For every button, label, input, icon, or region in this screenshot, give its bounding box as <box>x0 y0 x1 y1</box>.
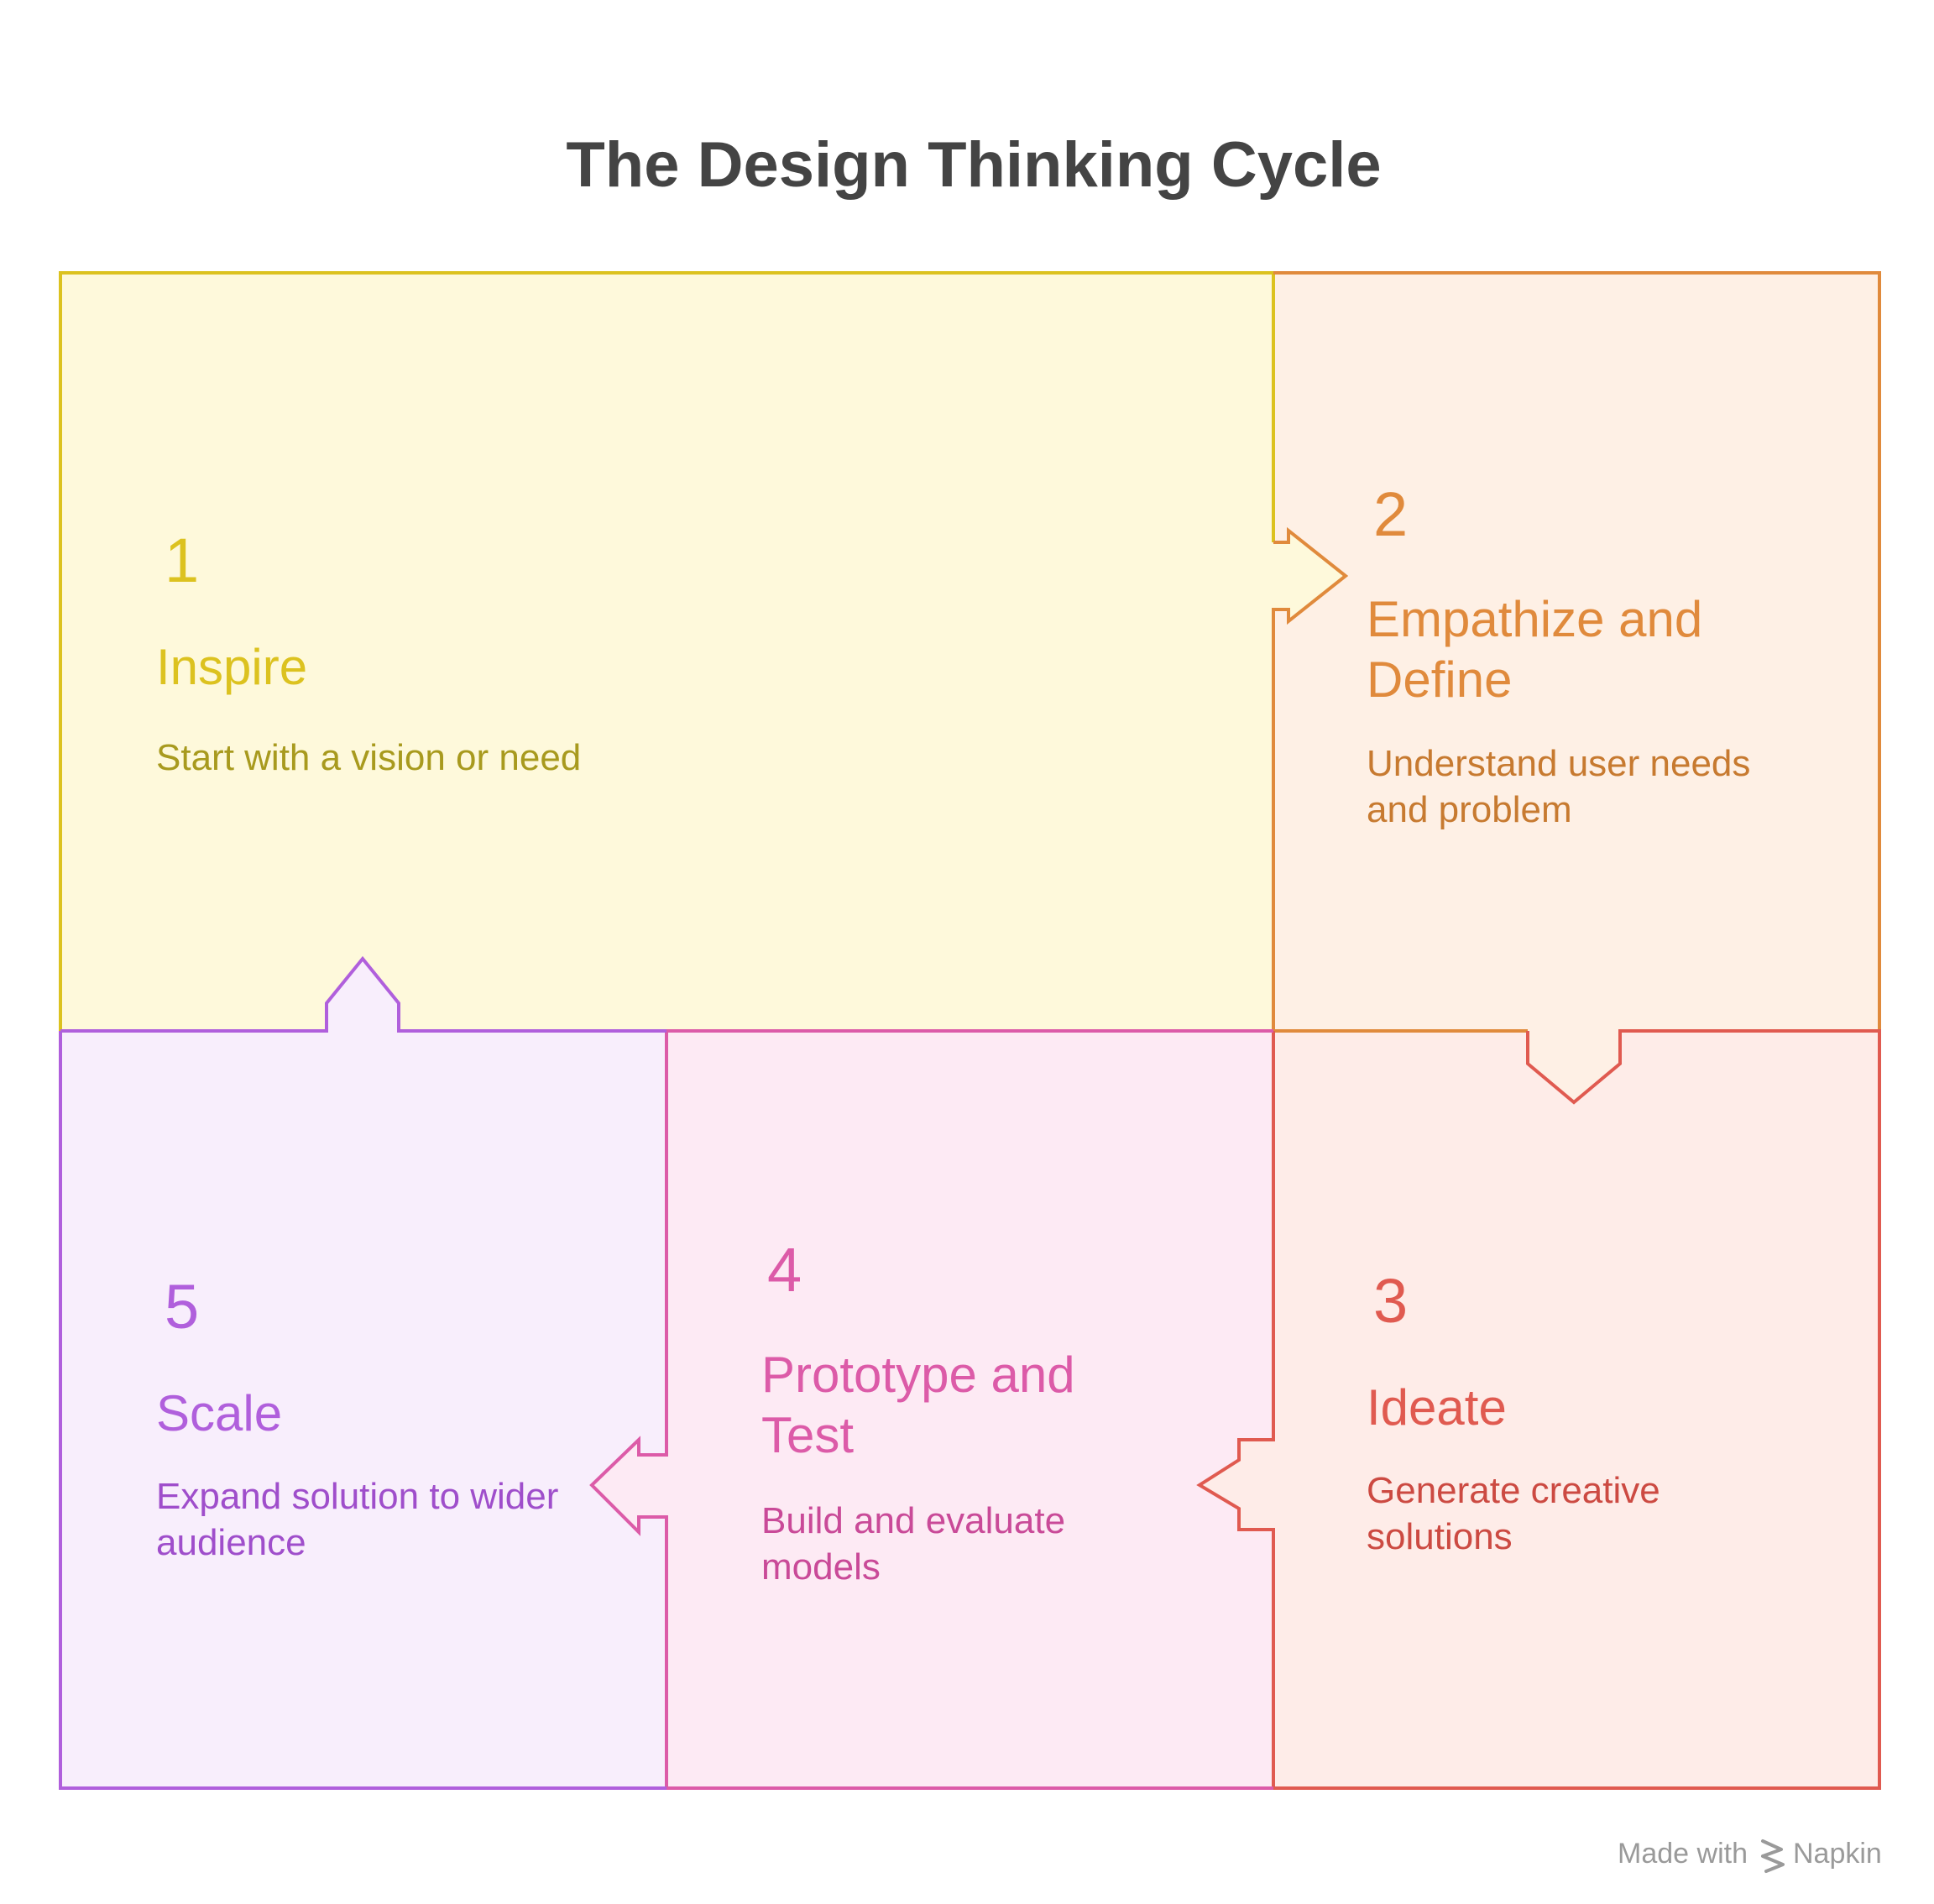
panel-outlines <box>59 271 1881 1790</box>
step-heading-line: Ideate <box>1367 1379 1507 1436</box>
panel-scale <box>60 959 666 1788</box>
step-heading-line: Inspire <box>156 639 307 695</box>
step-description-line: Generate creative <box>1367 1470 1660 1511</box>
step-heading: Scale <box>156 1385 282 1441</box>
step-inspire: 1 Inspire Start with a vision or need <box>156 526 581 778</box>
step-heading: Ideate <box>1367 1379 1507 1436</box>
panels <box>60 273 1879 1788</box>
napkin-logo-icon <box>1761 1839 1785 1873</box>
step-heading-line: Prototype and <box>761 1347 1075 1403</box>
step-number: 4 <box>767 1235 802 1305</box>
watermark: Made with Napkin <box>1618 1838 1882 1873</box>
step-number: 1 <box>165 526 199 595</box>
watermark-brand: Napkin <box>1793 1838 1882 1870</box>
step-description-line: and problem <box>1367 789 1572 830</box>
step-heading-line: Scale <box>156 1385 282 1441</box>
step-heading: Prototype and Test <box>761 1347 1089 1463</box>
outline-inspire <box>59 271 1275 1031</box>
step-description: Start with a vision or need <box>156 737 581 778</box>
step-heading-line: Empathize and <box>1367 591 1702 647</box>
outline-prototype-test <box>589 1029 1273 1790</box>
step-description: Understand user needs and problem <box>1367 743 1761 830</box>
panel-empathize-define <box>1273 273 1879 1102</box>
step-heading-line: Define <box>1367 651 1512 708</box>
step-number: 2 <box>1373 479 1408 549</box>
step-description: Generate creative solutions <box>1367 1470 1670 1557</box>
panel-prototype-test <box>592 1031 1273 1788</box>
step-description-line: Understand user needs <box>1367 743 1750 784</box>
step-description-line: Start with a vision or need <box>156 737 581 778</box>
step-description-line: solutions <box>1367 1516 1513 1557</box>
panel-ideate <box>1200 1031 1879 1788</box>
step-scale: 5 Scale Expand solution to wider audienc… <box>156 1272 569 1563</box>
step-prototype-test: 4 Prototype and Test Build and evaluate … <box>761 1235 1089 1588</box>
step-heading: Inspire <box>156 639 307 695</box>
step-description: Expand solution to wider audience <box>156 1476 569 1563</box>
outline-ideate <box>1196 1029 1881 1790</box>
step-empathize-define: 2 Empathize and Define Understand user n… <box>1367 479 1761 830</box>
step-heading: Empathize and Define <box>1367 591 1717 708</box>
step-description-line: Expand solution to wider <box>156 1476 558 1517</box>
step-description-line: audience <box>156 1522 306 1563</box>
panel-inspire <box>60 273 1346 1031</box>
step-description-line: models <box>761 1546 881 1588</box>
diagram-title: The Design Thinking Cycle <box>566 129 1381 201</box>
step-description: Build and evaluate models <box>761 1500 1075 1588</box>
step-number: 5 <box>165 1272 199 1342</box>
step-description-line: Build and evaluate <box>761 1500 1065 1541</box>
step-number: 3 <box>1373 1266 1408 1336</box>
step-heading-line: Test <box>761 1407 854 1463</box>
step-ideate: 3 Ideate Generate creative solutions <box>1367 1266 1670 1557</box>
watermark-prefix: Made with <box>1618 1838 1748 1870</box>
outline-scale <box>59 955 666 1790</box>
